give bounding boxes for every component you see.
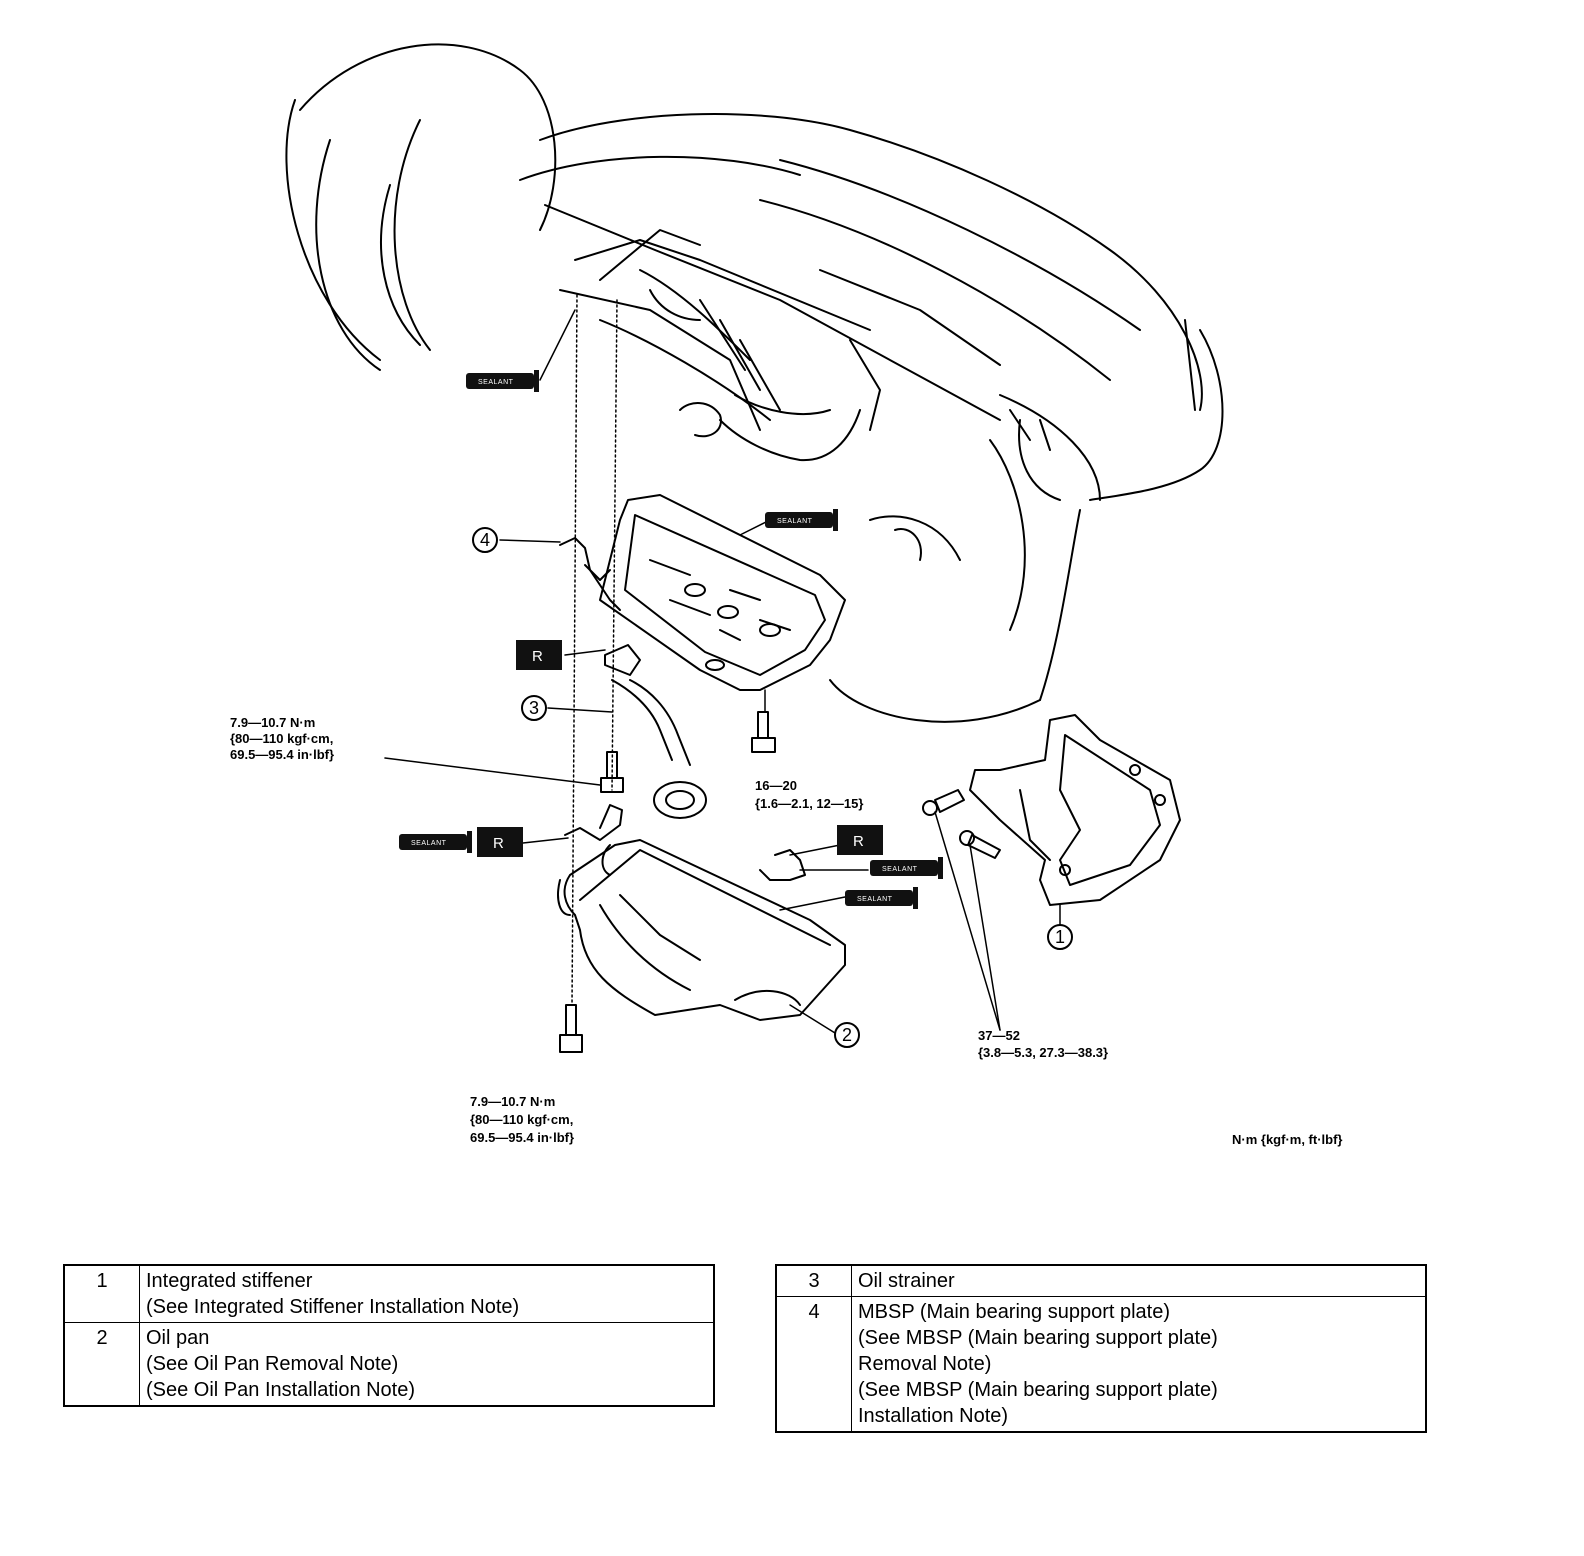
svg-text:69.5—95.4 in·lbf}: 69.5—95.4 in·lbf} <box>230 747 334 762</box>
integrated-stiffener-illustration <box>969 714 1181 906</box>
svg-text:R: R <box>493 835 504 852</box>
part-description-line: (See MBSP (Main bearing support plate) <box>858 1327 1218 1349</box>
part-description: Integrated stiffener (See Integrated Sti… <box>139 1264 715 1323</box>
part-description-line: Installation Note) <box>858 1405 1009 1427</box>
part-description-line: Oil strainer <box>858 1270 955 1292</box>
part-description: MBSP (Main bearing support plate) (See M… <box>851 1296 1427 1433</box>
bolt-oil-pan <box>559 1004 583 1053</box>
svg-text:{80—110 kgf·cm,: {80—110 kgf·cm, <box>470 1112 573 1127</box>
svg-text:16—20: 16—20 <box>755 778 797 793</box>
sealant-icon: SEALANT <box>845 887 918 909</box>
parts-legend-table-left: 1 Integrated stiffener (See Integrated S… <box>63 1264 715 1407</box>
sealant-icon: SEALANT <box>765 509 838 531</box>
replace-tag-icon: R <box>477 827 523 857</box>
torque-label-strainer-bolt: 7.9—10.7 N·m {80—110 kgf·cm, 69.5—95.4 i… <box>230 715 334 762</box>
torque-label-oil-pan-bolt: 7.9—10.7 N·m {80—110 kgf·cm, 69.5—95.4 i… <box>470 1094 574 1145</box>
svg-text:R: R <box>532 648 543 665</box>
part-description-line: (See Oil Pan Removal Note) <box>146 1353 399 1375</box>
svg-text:7.9—10.7 N·m: 7.9—10.7 N·m <box>470 1094 555 1109</box>
svg-text:{1.6—2.1, 12—15}: {1.6—2.1, 12—15} <box>755 796 863 811</box>
replace-tag-icon: R <box>516 640 562 670</box>
replace-tag-icon: R <box>837 825 883 855</box>
svg-text:SEALANT: SEALANT <box>411 840 447 847</box>
torque-label-stiffener-bolt: 37—52 {3.8—5.3, 27.3—38.3} <box>978 1028 1108 1060</box>
part-number: 1 <box>63 1264 140 1323</box>
svg-text:{3.8—5.3, 27.3—38.3}: {3.8—5.3, 27.3—38.3} <box>978 1045 1108 1060</box>
part-number: 2 <box>63 1322 140 1407</box>
table-row: 4 MBSP (Main bearing support plate) (See… <box>775 1296 1427 1433</box>
sealant-icon: SEALANT <box>399 831 472 853</box>
part-description: Oil strainer <box>851 1264 1427 1297</box>
svg-text:3: 3 <box>529 698 539 718</box>
svg-text:1: 1 <box>1055 927 1065 947</box>
bolt-strainer <box>600 751 624 793</box>
callout-4: 4 <box>472 527 498 553</box>
mbsp-plate-illustration <box>559 494 846 691</box>
table-row: 1 Integrated stiffener (See Integrated S… <box>63 1264 715 1323</box>
svg-text:69.5—95.4 in·lbf}: 69.5—95.4 in·lbf} <box>470 1130 574 1145</box>
parts-legend-table-right: 3 Oil strainer 4 MBSP (Main bearing supp… <box>775 1264 1427 1433</box>
torque-label-mbsp-bolt: 16—20 {1.6—2.1, 12—15} <box>755 778 863 811</box>
svg-text:4: 4 <box>480 530 490 550</box>
bolt-stiffener-lower <box>959 830 1001 859</box>
part-description-line: Oil pan <box>146 1327 210 1349</box>
bolt-mbsp <box>751 711 776 753</box>
part-description-line: (See MBSP (Main bearing support plate) <box>858 1379 1218 1401</box>
callout-2: 2 <box>834 1022 860 1048</box>
part-description-line: Integrated stiffener <box>146 1270 313 1292</box>
svg-text:{80—110 kgf·cm,: {80—110 kgf·cm, <box>230 731 333 746</box>
svg-text:37—52: 37—52 <box>978 1028 1020 1043</box>
part-description-line: (See Oil Pan Installation Note) <box>146 1379 416 1401</box>
alignment-guide-lines <box>571 294 618 1006</box>
callout-3: 3 <box>521 695 547 721</box>
torque-units-legend: N·m {kgf·m, ft·lbf} <box>1232 1132 1343 1147</box>
svg-text:SEALANT: SEALANT <box>857 896 893 903</box>
sealant-icon: SEALANT <box>870 857 943 879</box>
svg-text:SEALANT: SEALANT <box>777 518 813 525</box>
table-row: 3 Oil strainer <box>775 1264 1427 1297</box>
callout-1: 1 <box>1047 924 1073 950</box>
bolt-stiffener-upper <box>922 789 965 816</box>
part-description-line: (See Integrated Stiffener Installation N… <box>146 1296 520 1318</box>
sealant-icon: SEALANT <box>466 370 539 392</box>
part-description-line: Removal Note) <box>858 1353 992 1375</box>
svg-text:2: 2 <box>842 1025 852 1045</box>
part-description-line: MBSP (Main bearing support plate) <box>858 1301 1171 1323</box>
leader-lines <box>384 309 1061 1034</box>
engine-block-illustration <box>285 43 1224 723</box>
part-description: Oil pan (See Oil Pan Removal Note) (See … <box>139 1322 715 1407</box>
part-number: 3 <box>775 1264 852 1297</box>
part-number: 4 <box>775 1296 852 1433</box>
svg-text:SEALANT: SEALANT <box>882 866 918 873</box>
svg-text:R: R <box>853 833 864 850</box>
table-row: 2 Oil pan (See Oil Pan Removal Note) (Se… <box>63 1322 715 1407</box>
oil-pan-illustration <box>557 804 846 1021</box>
svg-text:SEALANT: SEALANT <box>478 379 514 386</box>
svg-text:7.9—10.7 N·m: 7.9—10.7 N·m <box>230 715 315 730</box>
oil-strainer-illustration <box>604 644 707 819</box>
